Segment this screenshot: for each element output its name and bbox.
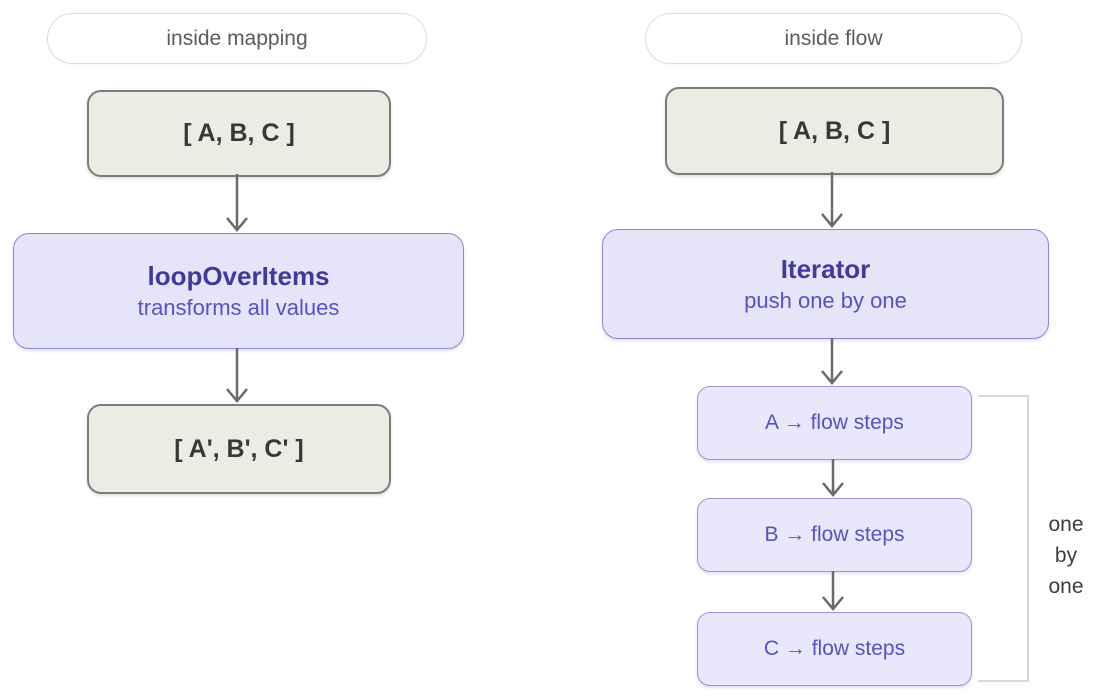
right-arrow-down-2-icon	[821, 338, 843, 385]
loop-over-items-title: loopOverItems	[147, 261, 330, 292]
left-column-header-pill: inside mapping	[47, 13, 427, 64]
left-input-array-label: [ A, B, C ]	[183, 119, 295, 147]
one-by-one-line-1: one	[1048, 513, 1084, 536]
left-column-header-label: inside mapping	[166, 26, 308, 50]
flow-step-b-box: B → flow steps	[697, 498, 972, 572]
right-arrow-down-1-icon	[821, 172, 843, 228]
left-output-array-label: [ A', B', C' ]	[174, 434, 304, 463]
loop-over-items-box: loopOverItems transforms all values	[13, 233, 464, 349]
one-by-one-line-2: by	[1054, 544, 1078, 567]
left-input-array-box: [ A, B, C ]	[87, 90, 391, 177]
right-column-header-label: inside flow	[784, 26, 883, 50]
right-arrow-down-3-icon	[822, 459, 844, 497]
right-input-array-label: [ A, B, C ]	[778, 116, 891, 145]
right-input-array-box: [ A, B, C ]	[665, 87, 1004, 175]
right-column-header-pill: inside flow	[645, 13, 1022, 64]
iterator-box: Iterator push one by one	[602, 229, 1049, 339]
flow-step-c-box: C → flow steps	[697, 612, 972, 686]
flow-step-a-label: A → flow steps	[765, 411, 904, 434]
iterator-title: Iterator	[780, 254, 871, 285]
loop-over-items-subtitle: transforms all values	[137, 294, 340, 320]
right-arrow-down-4-icon	[822, 571, 844, 611]
flow-step-a-box: A → flow steps	[697, 386, 972, 460]
left-arrow-down-1-icon	[226, 174, 248, 232]
left-output-array-box: [ A', B', C' ]	[87, 404, 391, 494]
one-by-one-bracket	[978, 395, 1029, 682]
flow-step-c-label: C → flow steps	[763, 637, 906, 660]
left-arrow-down-2-icon	[226, 348, 248, 403]
one-by-one-line-3: one	[1048, 575, 1084, 598]
flow-step-b-label: B → flow steps	[764, 523, 905, 546]
iterator-subtitle: push one by one	[744, 287, 907, 313]
one-by-one-label: one by one	[1030, 509, 1102, 602]
